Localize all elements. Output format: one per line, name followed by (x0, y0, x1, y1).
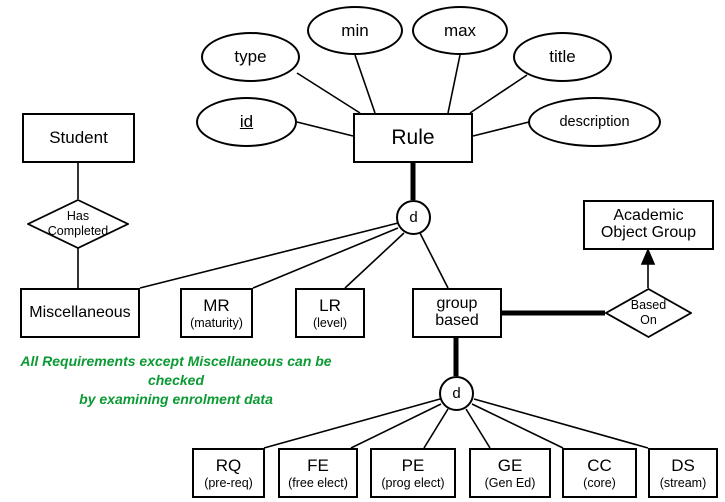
has-completed-line2: Completed (47, 224, 109, 238)
entity-group-based-line1: group (436, 295, 478, 313)
entity-rq-sublabel: (pre-req) (204, 475, 253, 490)
entity-ds[interactable]: DS (stream) (648, 448, 718, 498)
line-d2-ds (473, 398, 649, 449)
entity-pe-label: PE (401, 456, 425, 476)
entity-student[interactable]: Student (22, 113, 135, 163)
annotation-note-line2: by examining enrolment data (79, 390, 273, 407)
entity-aog-line1: Academic (613, 207, 684, 225)
line-d-groupbased (419, 232, 449, 289)
attribute-description[interactable]: description (528, 97, 661, 147)
has-completed-diamond-shape (27, 199, 129, 249)
entity-academic-object-group[interactable]: Academic Object Group (583, 200, 714, 250)
based-on-label-group: Based On (605, 288, 692, 338)
entity-ge[interactable]: GE (Gen Ed) (469, 448, 551, 498)
entity-aog-line2: Object Group (600, 224, 697, 241)
entity-lr-sublabel: (level) (312, 315, 348, 330)
relationship-has-completed[interactable]: Has Completed (27, 199, 129, 249)
attribute-min[interactable]: min (307, 6, 403, 55)
attribute-title[interactable]: title (513, 32, 612, 82)
specialization-symbol-rule: d (409, 209, 418, 226)
attribute-id[interactable]: id (196, 97, 297, 147)
entity-ge-label: GE (497, 456, 523, 476)
line-d-miscellaneous (139, 222, 399, 289)
has-completed-line1: Has (66, 209, 90, 223)
entity-lr[interactable]: LR (level) (295, 288, 365, 338)
entity-cc-sublabel: (core) (583, 475, 616, 490)
line-min-rule (354, 54, 376, 114)
line-d2-rq (263, 398, 441, 449)
annotation-note-line1: All Requirements except Miscellaneous ca… (20, 353, 332, 388)
entity-fe-sublabel: (free elect) (288, 475, 348, 490)
entity-pe-sublabel: (prog elect) (381, 475, 445, 490)
line-type-rule (296, 72, 361, 114)
attribute-type[interactable]: type (201, 32, 300, 82)
based-on-diamond-shape (605, 288, 692, 338)
entity-group-based-line2: based (435, 312, 479, 329)
line-d2-ge (465, 408, 491, 449)
attribute-min-label: min (341, 20, 369, 40)
attribute-max[interactable]: max (412, 6, 508, 55)
specialization-circle-rule[interactable]: d (396, 200, 431, 235)
has-completed-label-group: Has Completed (27, 199, 129, 249)
relationship-based-on[interactable]: Based On (605, 288, 692, 338)
entity-ge-sublabel: (Gen Ed) (484, 475, 536, 490)
based-on-line1: Based (630, 298, 667, 312)
specialization-circle-group[interactable]: d (439, 376, 474, 411)
entity-student-label: Student (49, 128, 108, 148)
entity-cc-label: CC (587, 456, 612, 476)
specialization-symbol-group: d (452, 385, 461, 402)
attribute-id-label: id (239, 112, 254, 131)
line-title-rule (469, 74, 528, 114)
entity-miscellaneous[interactable]: Miscellaneous (20, 288, 140, 338)
entity-mr-label: MR (203, 296, 230, 316)
line-d-mr (252, 227, 399, 289)
based-on-line2: On (640, 313, 657, 327)
arrowhead-basedon-aog (640, 247, 656, 265)
line-description-rule (472, 121, 530, 137)
entity-fe[interactable]: FE (free elect) (278, 448, 358, 498)
entity-fe-label: FE (307, 456, 329, 476)
line-d2-cc (471, 403, 564, 449)
entity-mr[interactable]: MR (maturity) (180, 288, 253, 338)
line-max-rule (447, 54, 461, 114)
entity-rq-label: RQ (215, 456, 242, 476)
line-d2-pe (423, 408, 449, 449)
entity-miscellaneous-label: Miscellaneous (29, 303, 131, 321)
entity-ds-sublabel: (stream) (659, 475, 707, 490)
line-d2-fe (350, 403, 442, 449)
entity-lr-label: LR (319, 296, 341, 316)
attribute-title-label: title (549, 47, 576, 66)
annotation-note: All Requirements except Miscellaneous ca… (0, 352, 352, 409)
attribute-max-label: max (443, 20, 477, 40)
line-id-rule (296, 121, 354, 137)
entity-rule[interactable]: Rule (353, 113, 473, 163)
entity-ds-label: DS (671, 456, 695, 476)
entity-group-based[interactable]: group based (412, 288, 502, 338)
entity-rule-label: Rule (391, 125, 435, 149)
entity-rq[interactable]: RQ (pre-req) (192, 448, 265, 498)
entity-mr-sublabel: (maturity) (190, 315, 243, 330)
attribute-description-label: description (559, 114, 630, 130)
attribute-type-label: type (234, 47, 267, 66)
entity-cc[interactable]: CC (core) (562, 448, 637, 498)
line-d-lr (344, 232, 405, 289)
entity-pe[interactable]: PE (prog elect) (370, 448, 456, 498)
